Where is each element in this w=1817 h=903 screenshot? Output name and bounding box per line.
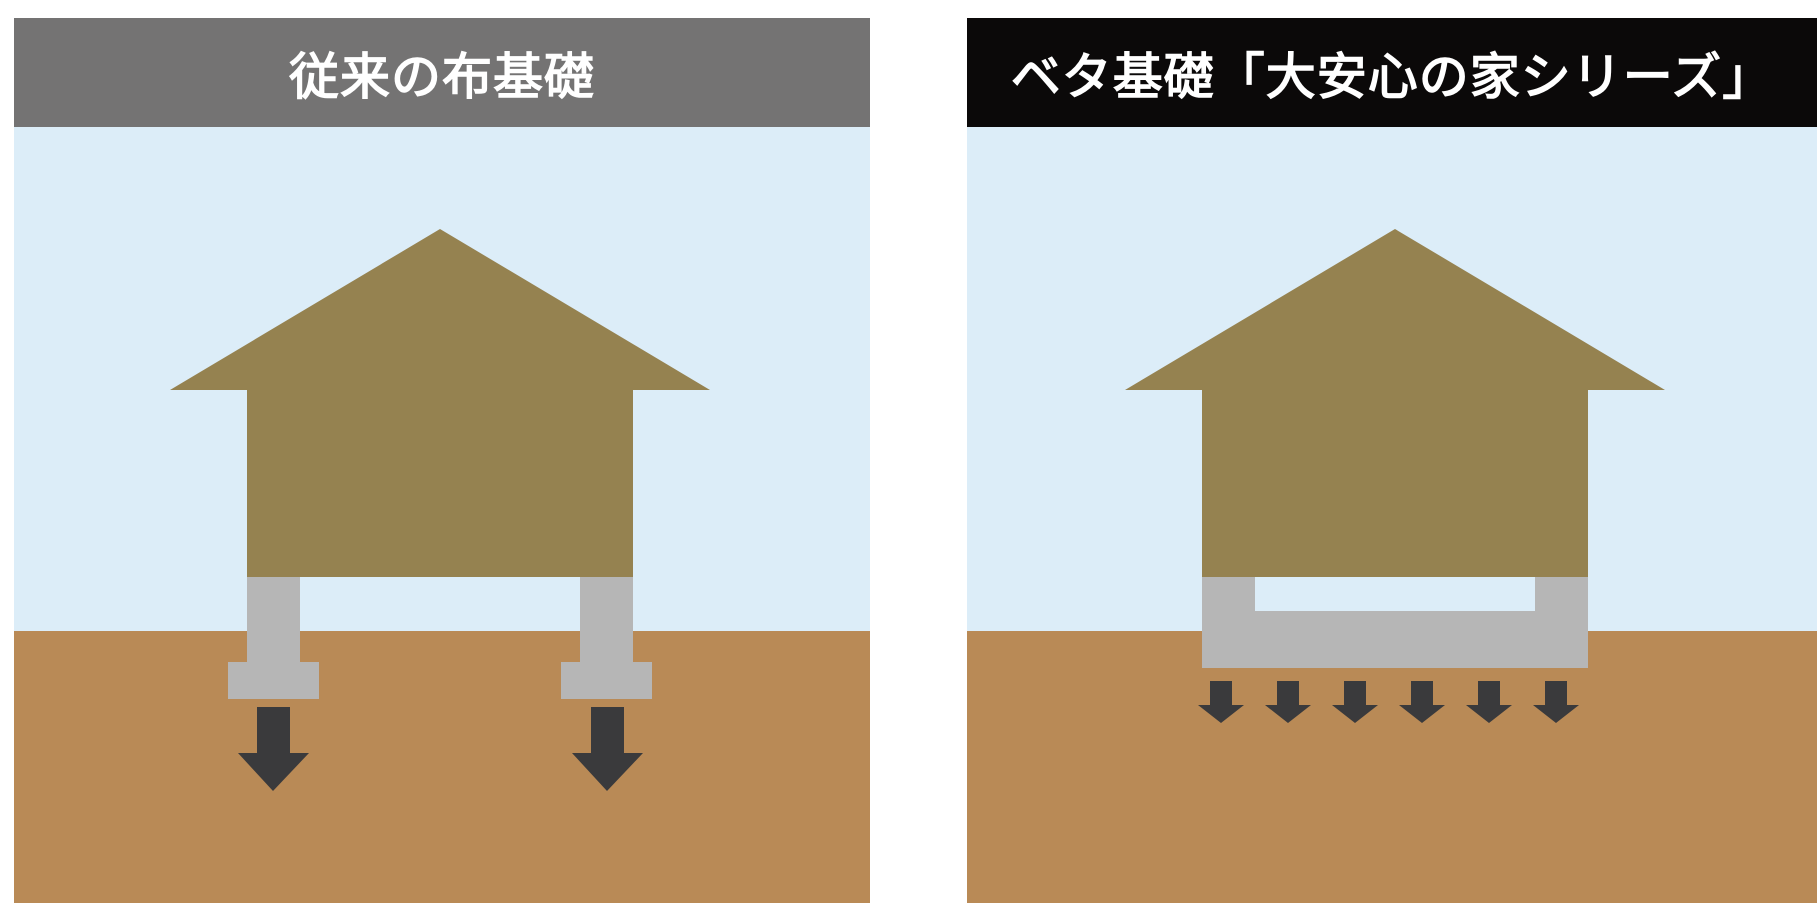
- down-arrow-icon: [1332, 681, 1378, 723]
- down-arrow-icon: [1466, 681, 1512, 723]
- panel-mat-foundation: ベタ基礎「大安心の家シリーズ」: [967, 18, 1817, 903]
- mat-foundation-inner-gap: [1255, 577, 1535, 611]
- strip-foundation-illustration: [14, 127, 870, 903]
- down-arrow-icon: [238, 707, 309, 791]
- ground-area: [967, 631, 1817, 903]
- down-arrow-icon: [1198, 681, 1244, 723]
- house-icon: [1125, 229, 1665, 577]
- panel-title-strip-foundation: 従来の布基礎: [14, 18, 870, 127]
- strip-footing-right: [561, 577, 652, 699]
- house-icon: [170, 229, 710, 577]
- panel-strip-foundation: 従来の布基礎: [14, 18, 870, 903]
- down-arrow-icon: [1265, 681, 1311, 723]
- strip-footing-left: [228, 577, 319, 699]
- distributed-load-arrows: [1198, 681, 1579, 723]
- panel-title-mat-foundation: ベタ基礎「大安心の家シリーズ」: [967, 18, 1817, 127]
- down-arrow-icon: [1399, 681, 1445, 723]
- ground-area: [14, 631, 870, 903]
- mat-foundation-illustration: [967, 127, 1817, 903]
- down-arrow-icon: [1533, 681, 1579, 723]
- down-arrow-icon: [572, 707, 643, 791]
